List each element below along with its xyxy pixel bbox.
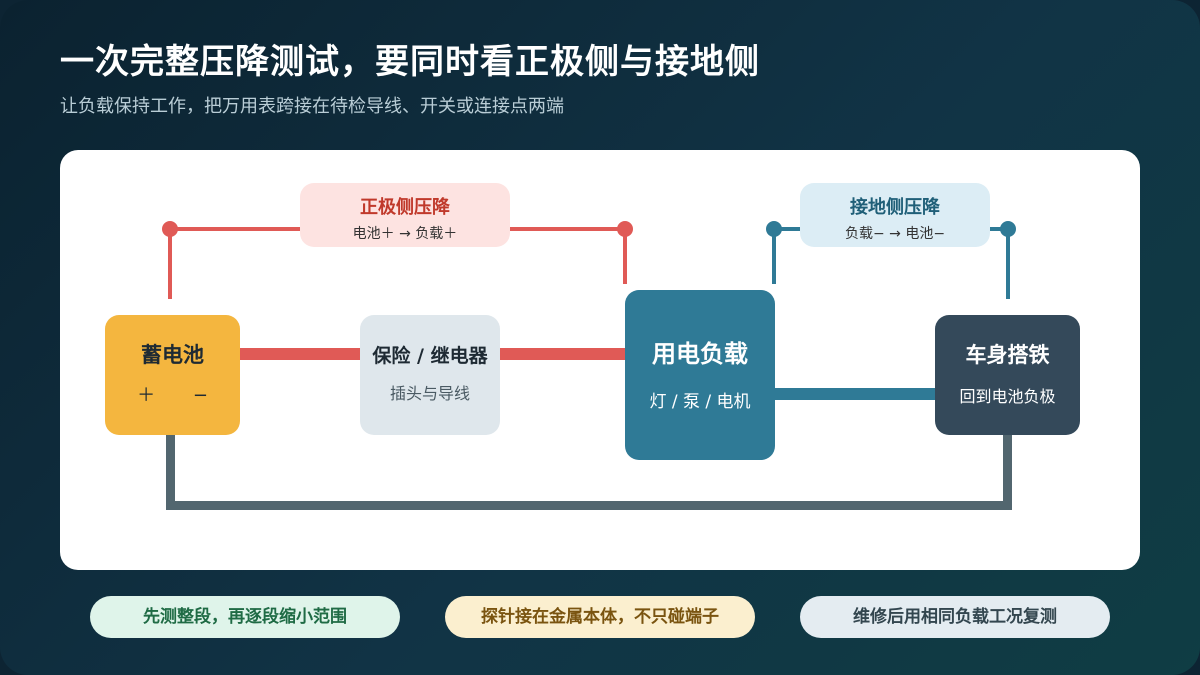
- chassis-sub: 回到电池负极: [959, 387, 1056, 406]
- tip-pill-3: 维修后用相同负载工况复测: [800, 596, 1110, 638]
- return-wire-right: [1003, 432, 1012, 510]
- ground-probe-dot-right: [1000, 221, 1016, 237]
- load-box: 用电负载 灯 / 泵 / 电机: [625, 290, 775, 460]
- return-wire-bottom: [166, 501, 1012, 510]
- fuse-relay-box: 保险 / 继电器 插头与导线: [360, 315, 500, 435]
- chassis-ground-box: 车身搭铁 回到电池负极: [935, 315, 1080, 435]
- ground-probe-right-leg: [1006, 229, 1010, 299]
- tip-pill-1: 先测整段，再逐段缩小范围: [90, 596, 400, 638]
- positive-probe-dot-right: [617, 221, 633, 237]
- battery-plus-terminal: ＋: [137, 385, 156, 406]
- tip-pill-2: 探针接在金属本体，不只碰端子: [445, 596, 755, 638]
- positive-drop-path: 电池＋ → 负载＋: [352, 226, 458, 242]
- load-title: 用电负载: [652, 340, 748, 368]
- battery-box: 蓄电池 ＋ −: [105, 315, 240, 435]
- fuse-relay-title: 保险 / 继电器: [372, 345, 488, 367]
- load-sub: 灯 / 泵 / 电机: [649, 392, 751, 412]
- ground-drop-path: 负载− → 电池−: [844, 226, 946, 242]
- chassis-title: 车身搭铁: [965, 343, 1050, 367]
- diagram-card: 正极侧压降 电池＋ → 负载＋ 接地侧压降 负载− → 电池− 蓄电池 ＋ − …: [60, 150, 1140, 570]
- battery-title: 蓄电池: [141, 343, 204, 367]
- positive-probe-dot-left: [162, 221, 178, 237]
- ground-drop-label: 接地侧压降 负载− → 电池−: [800, 183, 990, 247]
- return-wire-left: [166, 432, 175, 510]
- ground-drop-title: 接地侧压降: [850, 197, 940, 218]
- positive-drop-title: 正极侧压降: [360, 197, 450, 218]
- positive-drop-label: 正极侧压降 电池＋ → 负载＋: [300, 183, 510, 247]
- page-subtitle: 让负载保持工作，把万用表跨接在待检导线、开关或连接点两端: [60, 96, 564, 117]
- positive-probe-left-leg: [168, 229, 172, 299]
- battery-minus-terminal: −: [192, 385, 208, 406]
- ground-main-wire: [770, 388, 950, 400]
- page-title: 一次完整压降测试，要同时看正极侧与接地侧: [60, 42, 760, 82]
- ground-probe-dot-left: [766, 221, 782, 237]
- positive-probe-right-leg: [623, 229, 627, 284]
- ground-probe-left-leg: [772, 229, 776, 284]
- fuse-relay-sub: 插头与导线: [389, 384, 470, 403]
